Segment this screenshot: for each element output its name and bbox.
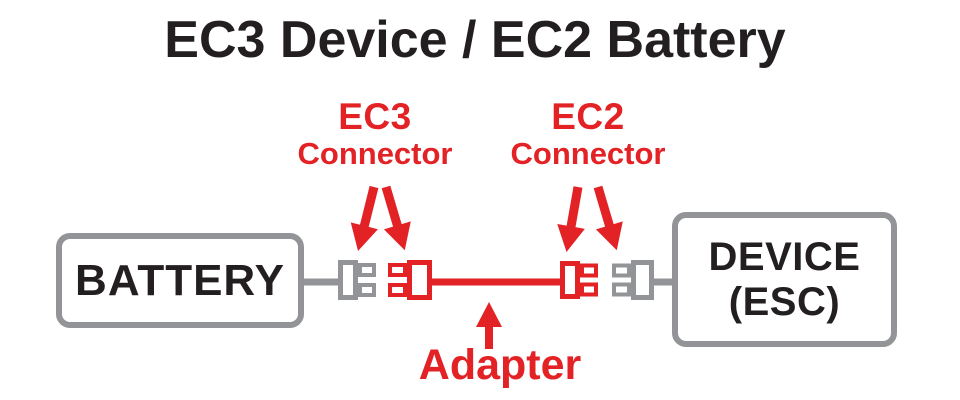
adapter-ec2-plug-icon [560, 261, 598, 299]
ec2-callout-subtitle: Connector [510, 136, 666, 171]
diagram-title: EC3 Device / EC2 Battery [164, 11, 786, 69]
ec3-down-arrow-left-icon [344, 183, 388, 255]
device-box-label-line1: DEVICE [708, 234, 861, 279]
battery-box: BATTERY [56, 233, 304, 328]
ec2-callout-title: EC2 [551, 96, 625, 137]
device-box-label-line2: (ESC) [728, 279, 841, 324]
ec2-down-arrow-right-icon [584, 183, 631, 255]
ec2-down-arrow-left-icon [552, 184, 592, 255]
ec3-callout-subtitle: Connector [297, 136, 453, 171]
device-box: DEVICE (ESC) [672, 212, 897, 347]
ec3-callout: EC3 Connector [275, 96, 475, 171]
battery-ec3-plug-icon [338, 260, 376, 300]
battery-box-label: BATTERY [75, 255, 285, 305]
adapter-up-arrow-icon [476, 302, 502, 349]
ec3-callout-title: EC3 [338, 96, 412, 137]
device-ec2-socket-icon [612, 260, 654, 300]
callout-arrows [344, 183, 631, 255]
adapter-label: Adapter [418, 341, 582, 389]
adapter-ec3-socket-icon [388, 260, 432, 300]
ec2-callout: EC2 Connector [488, 96, 688, 171]
ec3-down-arrow-right-icon [372, 183, 419, 255]
